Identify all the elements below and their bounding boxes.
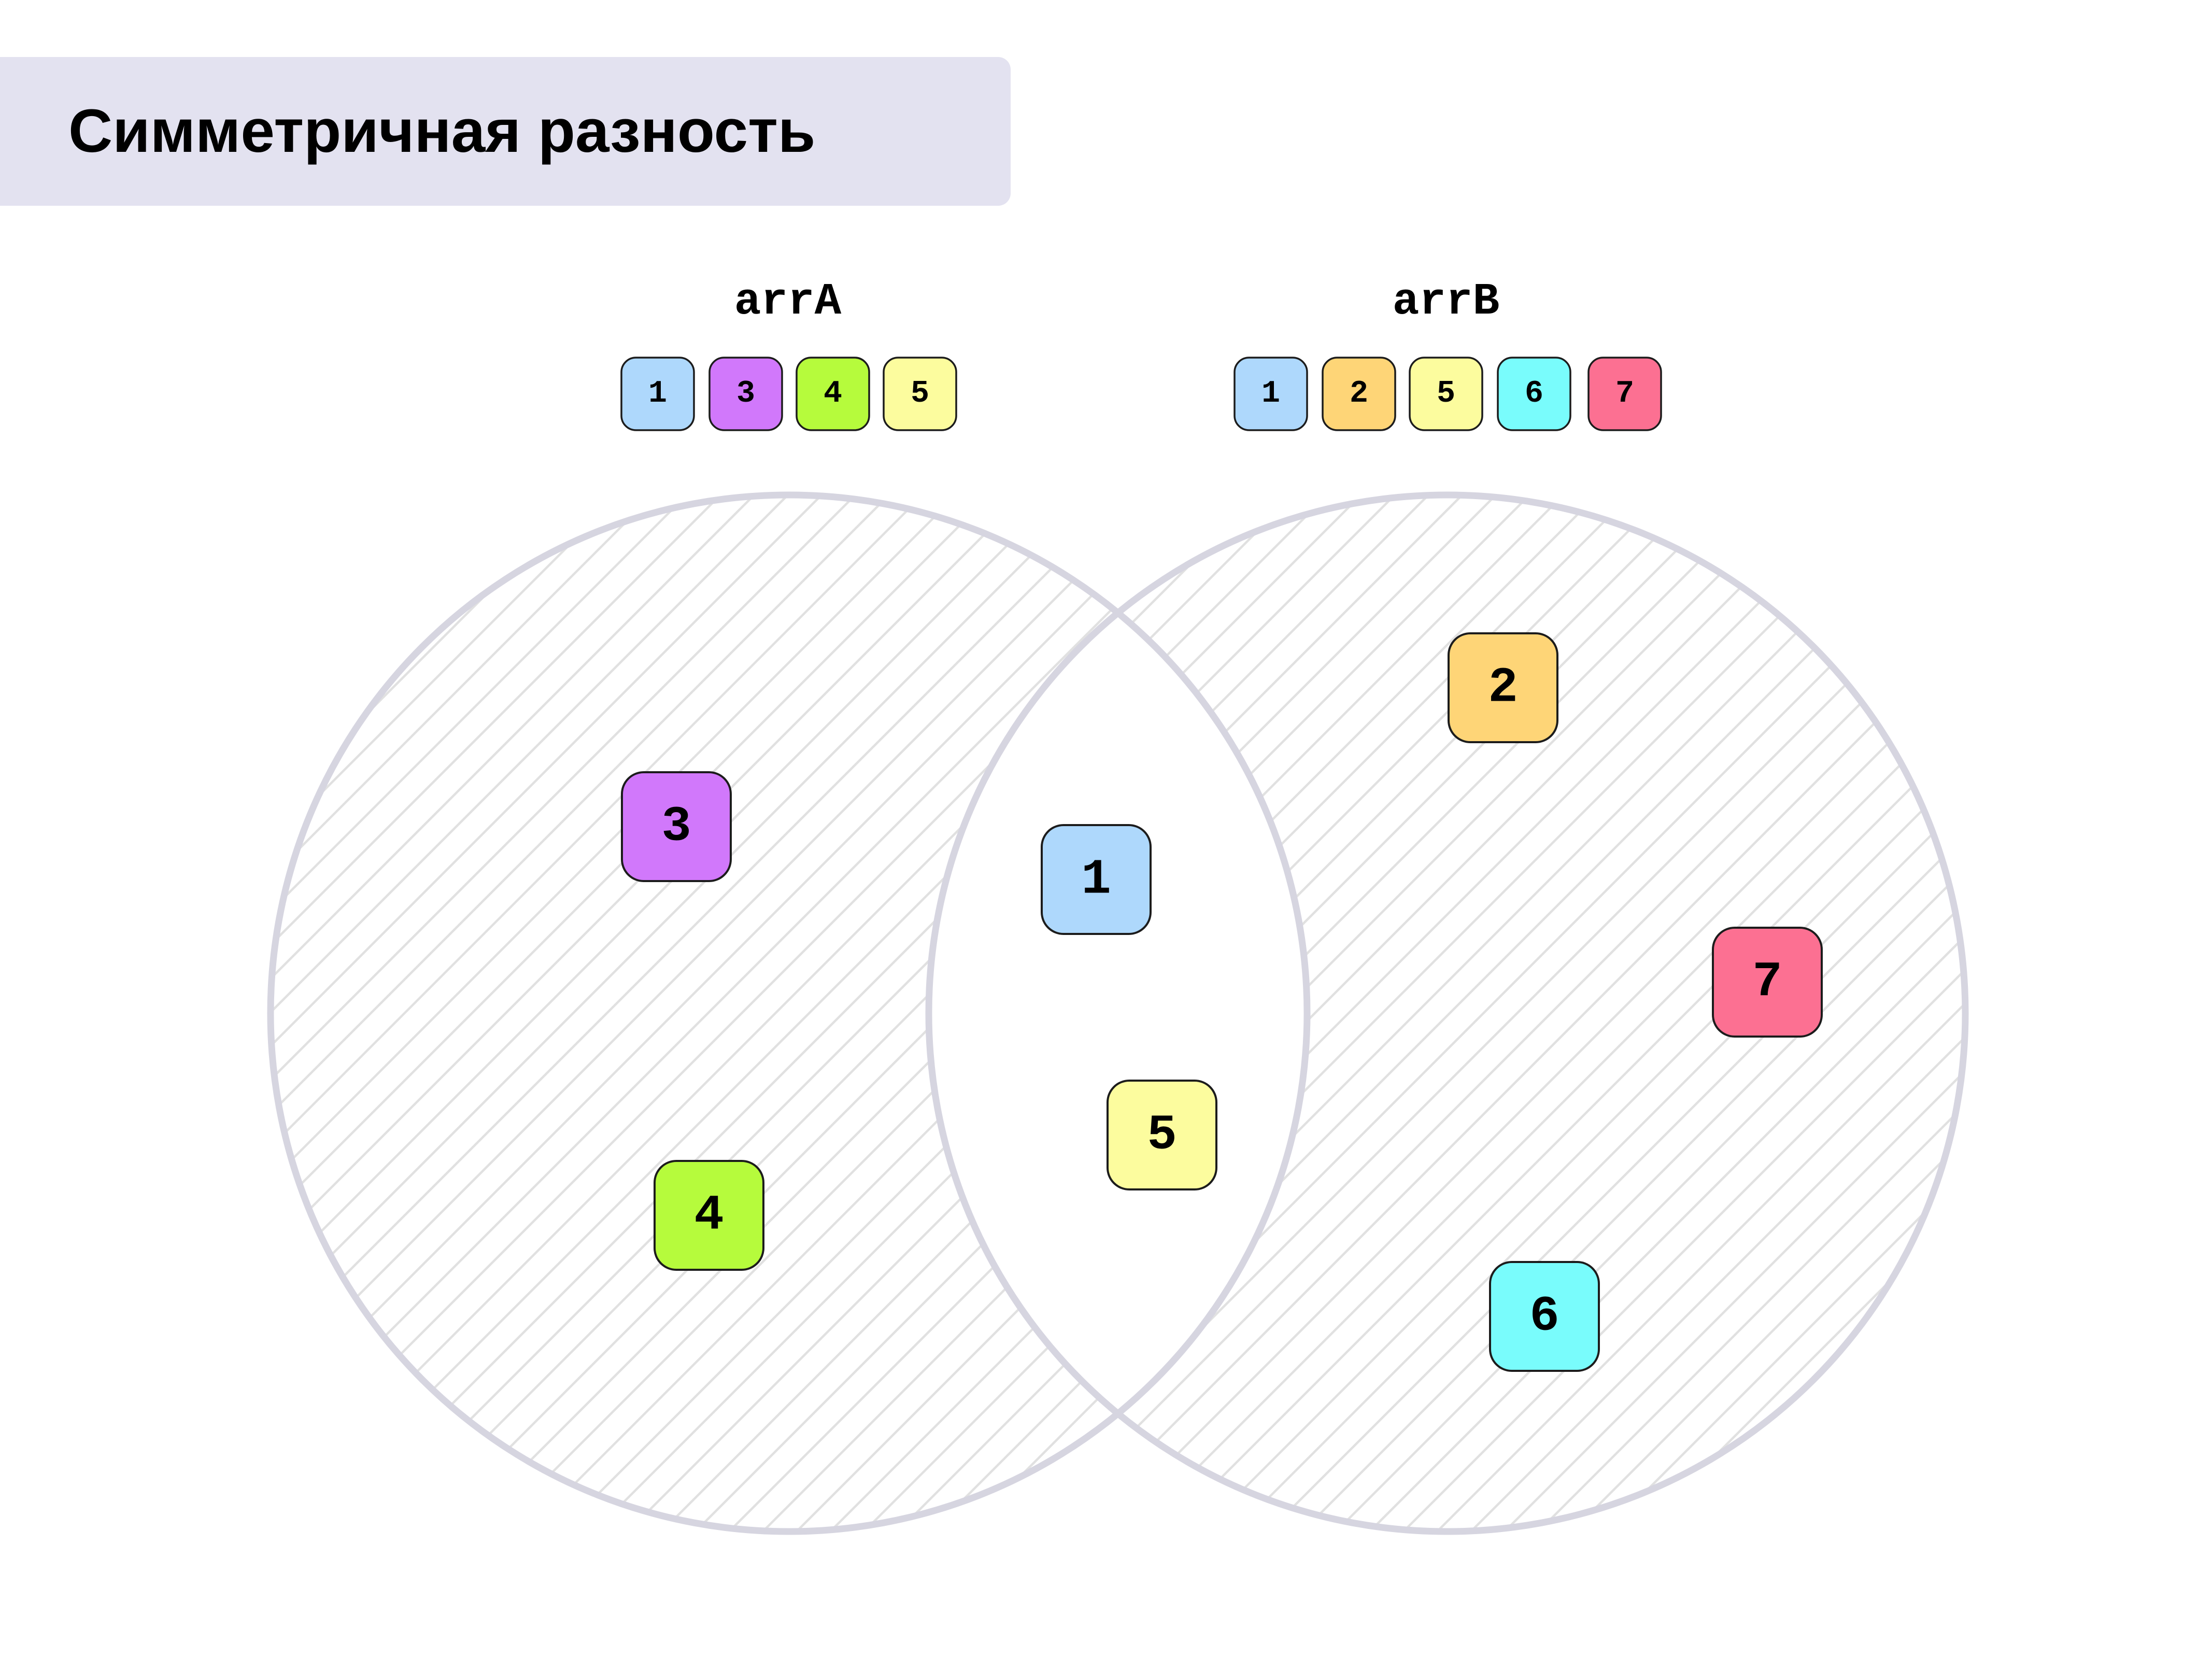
set-a-chip-3-value: 3	[736, 376, 755, 412]
set-b-chip-6-box	[1497, 357, 1571, 431]
set-b-chip-1-value: 1	[1261, 376, 1280, 412]
both-chip-1-value: 1	[1081, 852, 1111, 908]
only-b-chip-6-box	[1489, 1261, 1600, 1372]
set-b-chip-2: 2	[1322, 357, 1396, 431]
only-a-chip-3-box	[621, 771, 732, 882]
symmetric-difference-fill	[271, 495, 1965, 1532]
only-b-chip-6: 6	[1489, 1261, 1600, 1372]
both-chip-5: 5	[1107, 1080, 1217, 1190]
intersection-region	[929, 495, 1307, 1532]
set-b-chip-7-box	[1587, 357, 1662, 431]
only-a-chip-4-value: 4	[694, 1187, 724, 1244]
set-a-circle	[267, 491, 1311, 1535]
region-elements: 3 4 1 5 2 7 6	[621, 632, 1823, 1372]
set-a-chip-1: 1	[620, 357, 695, 431]
only-a-chip-4-box	[654, 1160, 764, 1271]
set-b-chip-7: 7	[1587, 357, 1662, 431]
only-a-chip-4: 4	[654, 1160, 764, 1271]
set-b-chip-2-box	[1322, 357, 1396, 431]
set-b-chip-2-value: 2	[1350, 376, 1368, 412]
only-a-chip-3-value: 3	[661, 799, 691, 855]
both-chip-1-box	[1041, 824, 1152, 935]
set-a-chip-1-value: 1	[648, 376, 667, 412]
set-b-elements: 1 2 5 6 7	[1233, 357, 1662, 431]
set-a-elements: 1 3 4 5	[620, 357, 957, 431]
only-b-chip-2-box	[1448, 632, 1558, 743]
both-chip-1: 1	[1041, 824, 1152, 935]
only-b-chip-2: 2	[1448, 632, 1558, 743]
set-b-chip-7-value: 7	[1615, 376, 1634, 412]
only-b-chip-7-value: 7	[1752, 954, 1782, 1011]
both-chip-5-value: 5	[1147, 1107, 1177, 1164]
set-a-chip-5: 5	[883, 357, 957, 431]
set-a-chip-1-box	[620, 357, 695, 431]
only-b-chip-7-box	[1712, 927, 1823, 1038]
only-b-chip-7: 7	[1712, 927, 1823, 1038]
set-a-chip-5-value: 5	[911, 376, 929, 412]
set-b-chip-5-value: 5	[1437, 376, 1455, 412]
set-a-chip-3-box	[708, 357, 783, 431]
set-a-chip-4-box	[796, 357, 870, 431]
set-b-chip-6: 6	[1497, 357, 1571, 431]
set-a-chip-4: 4	[796, 357, 870, 431]
set-a-chip-4-value: 4	[824, 376, 842, 412]
page-title: Симметричная разность	[68, 97, 816, 165]
set-a-chip-5-box	[883, 357, 957, 431]
only-a-chip-3: 3	[621, 771, 732, 882]
set-b-chip-6-value: 6	[1525, 376, 1543, 412]
set-b-label: arrB	[1393, 276, 1499, 327]
title-banner: Симметричная разность	[0, 57, 1011, 206]
only-b-chip-2-value: 2	[1488, 660, 1518, 716]
set-b-chip-5-box	[1409, 357, 1483, 431]
set-b-chip-5: 5	[1409, 357, 1483, 431]
set-b-chip-1-box	[1233, 357, 1308, 431]
set-a-label: arrA	[734, 276, 842, 327]
only-b-chip-6-value: 6	[1529, 1288, 1559, 1345]
set-b-chip-1: 1	[1233, 357, 1308, 431]
set-b-circle	[925, 491, 1969, 1535]
set-a-chip-3: 3	[708, 357, 783, 431]
both-chip-5-box	[1107, 1080, 1217, 1190]
